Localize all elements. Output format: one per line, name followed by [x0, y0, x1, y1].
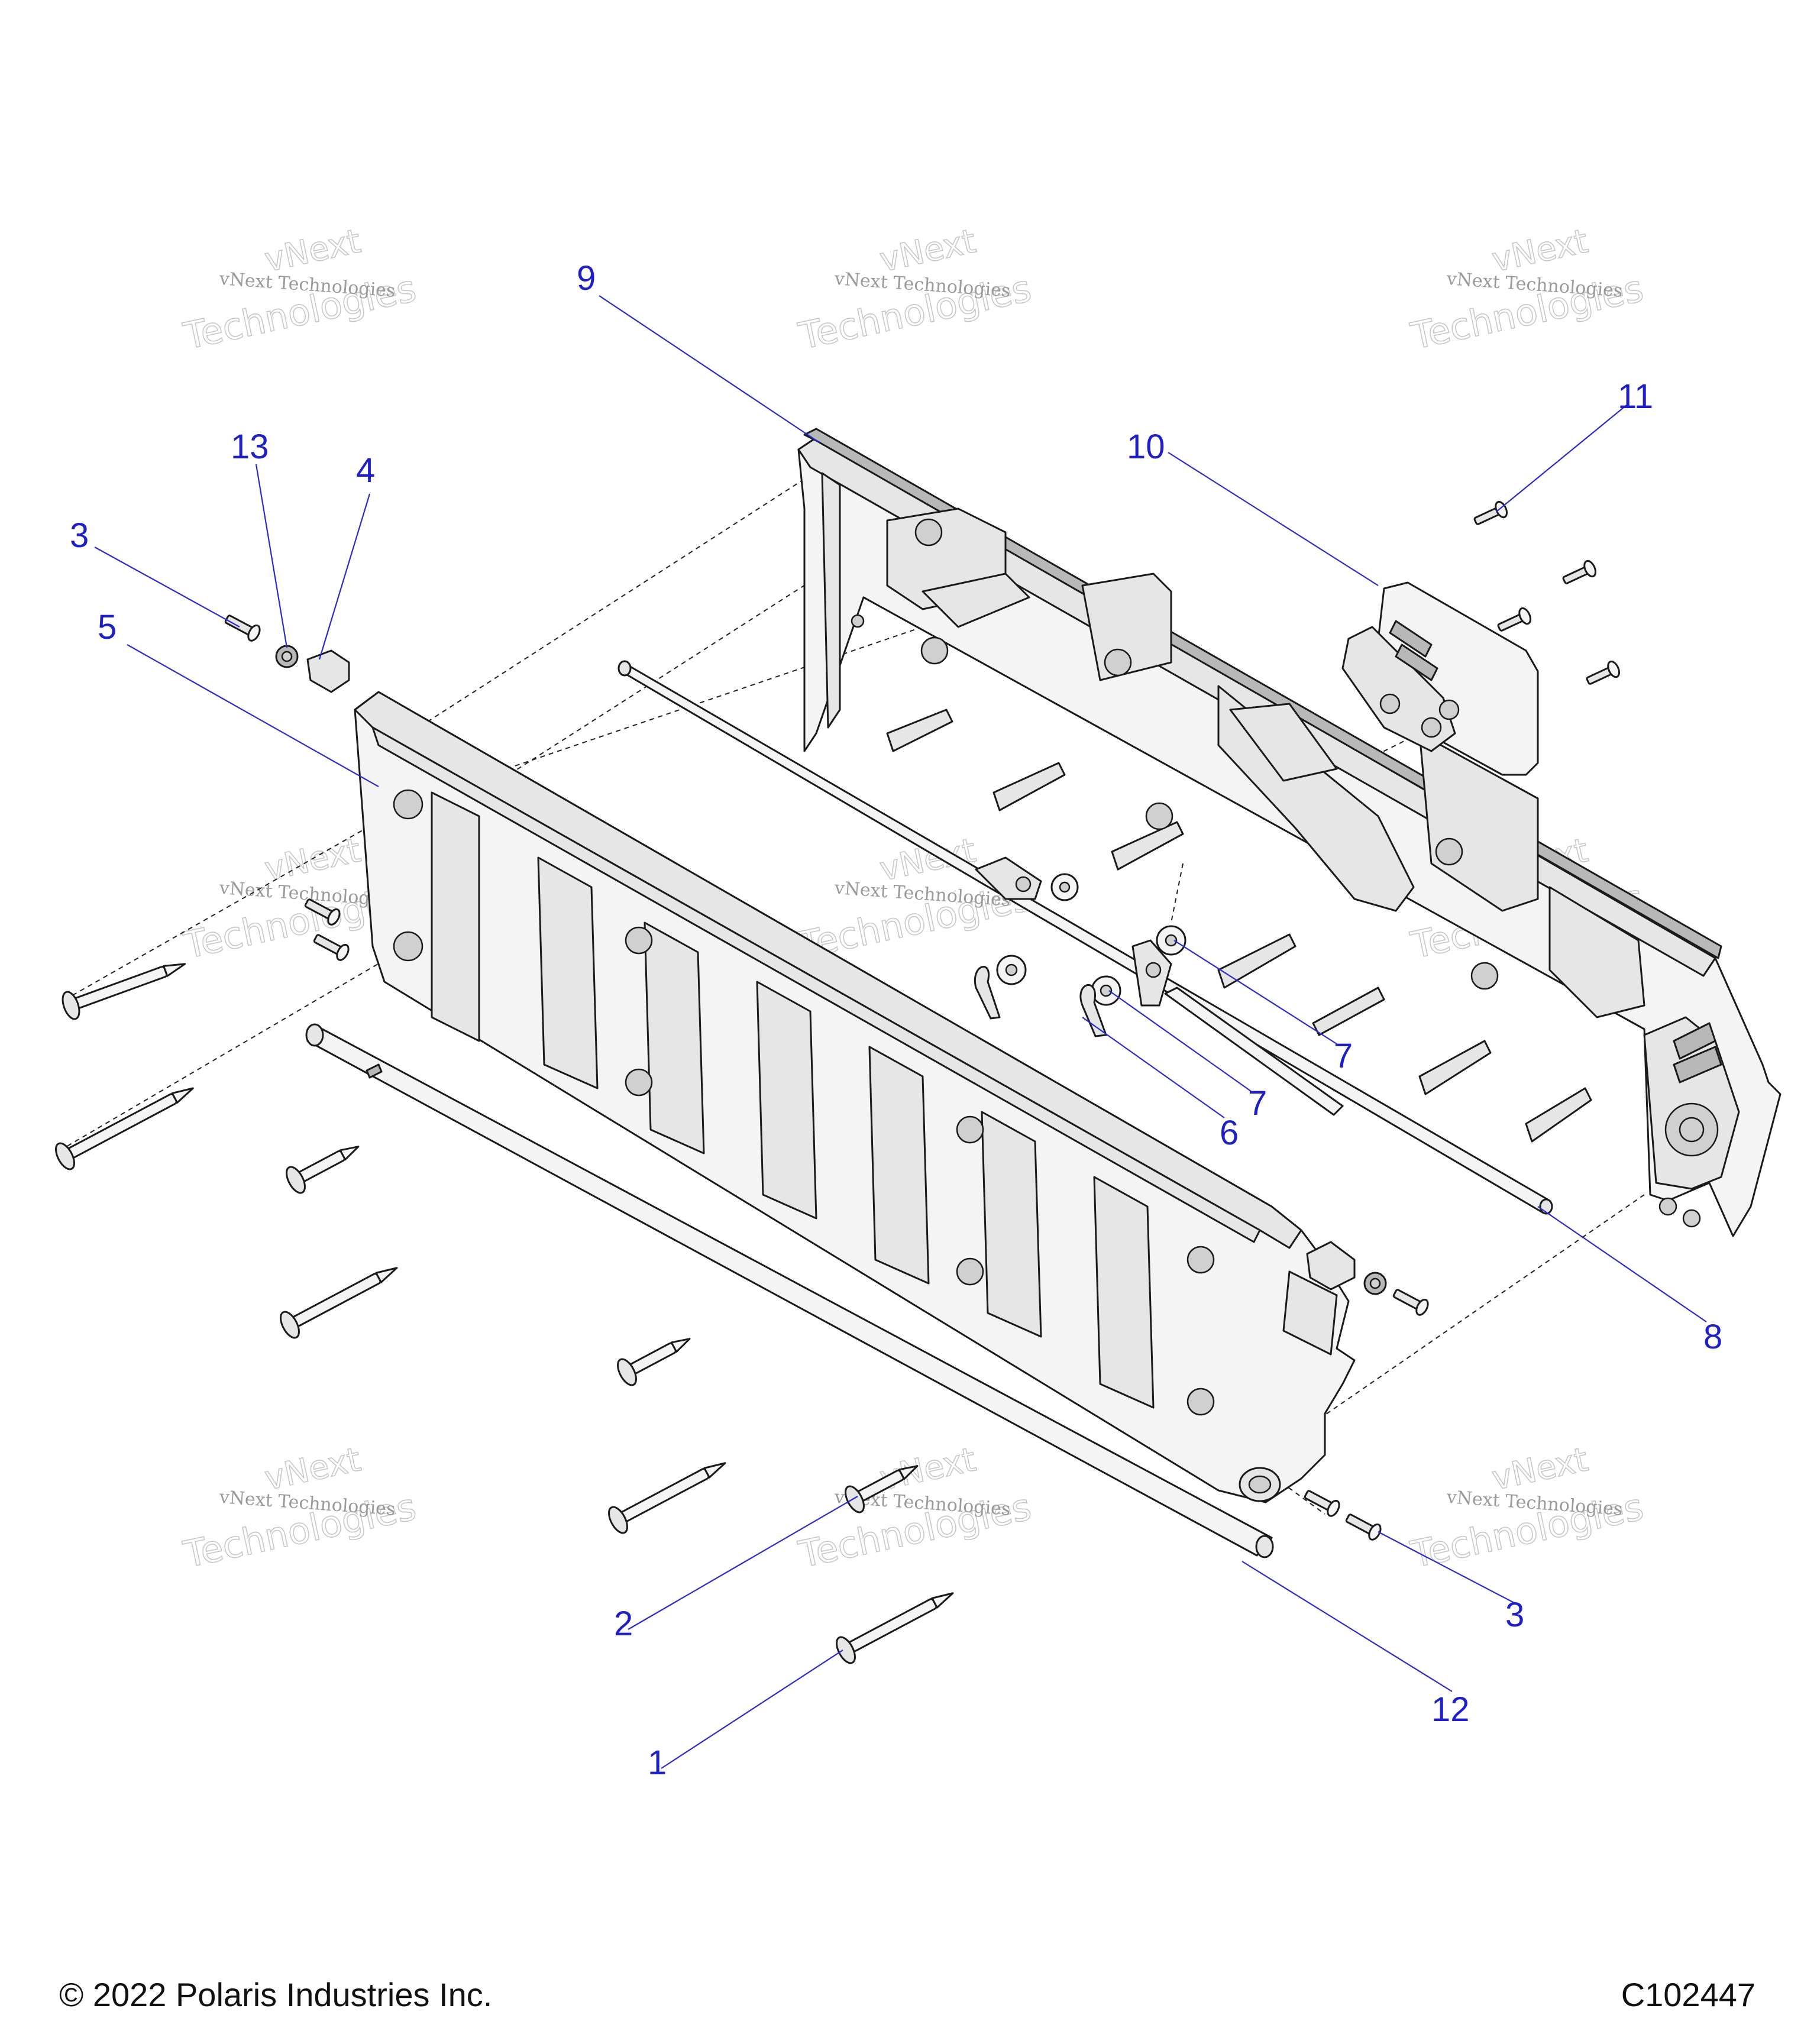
- svg-text:vNext: vNext: [261, 1440, 364, 1498]
- hinge-hardware-left: [224, 615, 350, 693]
- callout-3-left: 3: [70, 516, 89, 555]
- svg-text:vNext: vNext: [261, 222, 364, 280]
- plate-screws: [1473, 500, 1620, 685]
- watermark-mid-center: vNext Technologies vNext Technologies: [794, 830, 1035, 967]
- leader-lines: [94, 295, 1707, 1769]
- copyright-notice: © 2022 Polaris Industries Inc.: [59, 1976, 493, 2013]
- hinge-hardware-right: [1304, 1241, 1429, 1541]
- fastener-short: [286, 1146, 360, 1194]
- watermark-bottom-right: vNext Technologies vNext Technologies: [1407, 1440, 1647, 1576]
- callout-8: 8: [1703, 1318, 1722, 1356]
- tailgate-outer-panel: [354, 691, 1356, 1503]
- screw: [1497, 607, 1531, 632]
- fastener-short: [617, 1338, 691, 1386]
- callout-5: 5: [98, 608, 117, 646]
- bolt: [1304, 1490, 1340, 1517]
- hinge-rod: [305, 1023, 1274, 1558]
- bolt: [304, 898, 341, 926]
- watermark-bottom-left: vNext Technologies vNext Technologies: [179, 1440, 420, 1576]
- callout-7-upper: 7: [1334, 1037, 1353, 1075]
- callout-3-right: 3: [1505, 1596, 1524, 1634]
- callout-4: 4: [356, 451, 375, 490]
- screw: [1586, 660, 1620, 685]
- fastener-long: [608, 1462, 726, 1534]
- bolt: [224, 615, 261, 642]
- bolt: [1392, 1289, 1429, 1316]
- fastener-short: [845, 1465, 919, 1513]
- screw: [1562, 559, 1596, 584]
- svg-text:vNext: vNext: [1489, 222, 1592, 280]
- svg-text:vNext: vNext: [877, 222, 979, 280]
- svg-text:vNext: vNext: [261, 831, 364, 889]
- fastener-long: [62, 963, 186, 1020]
- fastener-long: [836, 1592, 954, 1664]
- screw: [1473, 500, 1508, 525]
- fastener-long: [55, 1087, 194, 1170]
- callout-1: 1: [648, 1744, 667, 1782]
- callout-9: 9: [577, 259, 596, 297]
- fastener-long: [280, 1267, 398, 1339]
- watermark-top-center: vNext Technologies vNext Technologies: [794, 221, 1035, 358]
- svg-text:vNext: vNext: [877, 1440, 979, 1498]
- figure-id: C102447: [1621, 1976, 1755, 2013]
- watermark-bottom-center: vNext Technologies vNext Technologies: [794, 1440, 1035, 1576]
- svg-text:vNext: vNext: [1489, 1440, 1592, 1498]
- callout-12: 12: [1431, 1690, 1470, 1729]
- short-bolts-left: [304, 898, 350, 961]
- callout-2: 2: [614, 1605, 633, 1643]
- watermark-top-right: vNext Technologies vNext Technologies: [1407, 221, 1647, 358]
- bolt: [313, 934, 350, 961]
- callout-10: 10: [1127, 428, 1165, 466]
- callout-13: 13: [231, 428, 269, 466]
- link-hardware: [974, 856, 1344, 1116]
- callout-6: 6: [1220, 1114, 1239, 1152]
- callout-11: 11: [1618, 377, 1653, 416]
- callout-7-lower: 7: [1248, 1084, 1267, 1123]
- watermark-top-left: vNext Technologies vNext Technologies: [179, 221, 420, 358]
- bolt: [1345, 1513, 1382, 1541]
- fasteners: [55, 963, 954, 1664]
- callouts: 1 2 3 3 4 5 6 7 7 8 9 10 11 12 13: [70, 259, 1722, 1782]
- latch-handle-plate: [1341, 581, 1539, 776]
- tailgate-inner-panel: [797, 428, 1782, 1237]
